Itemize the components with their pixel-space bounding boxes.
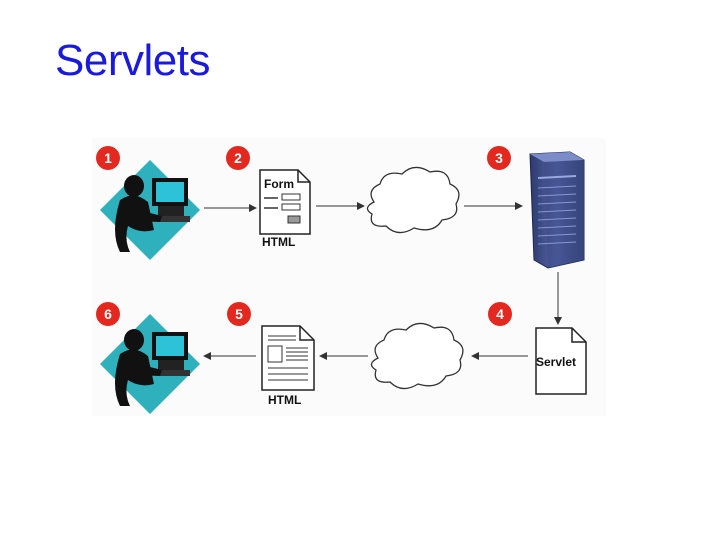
step-badge-4: 4 — [488, 302, 512, 326]
svg-text:3: 3 — [495, 150, 503, 166]
diagram-canvas: 1 2 3 4 5 6 — [96, 146, 587, 414]
step-badge-5: 5 — [227, 302, 251, 326]
svg-text:4: 4 — [496, 306, 504, 322]
step-badge-2: 2 — [226, 146, 250, 170]
svg-text:2: 2 — [234, 150, 242, 166]
html-response-document-icon — [261, 325, 315, 391]
html-form-document-icon: Form — [259, 169, 311, 235]
user-computer-icon — [100, 314, 200, 414]
step-badge-6: 6 — [96, 302, 120, 326]
svg-text:5: 5 — [235, 306, 243, 322]
network-cloud-icon — [366, 166, 460, 234]
slide-title: Servlets — [55, 36, 210, 85]
step-badge-3: 3 — [487, 146, 511, 170]
server-icon — [529, 151, 585, 269]
user-computer-icon — [100, 160, 200, 260]
step-badge-1: 1 — [96, 146, 120, 170]
servlet-document-icon — [535, 327, 587, 395]
servlet-label: Servlet — [536, 355, 576, 369]
form-heading: Form — [264, 177, 294, 191]
svg-text:1: 1 — [104, 150, 112, 166]
form-html-caption: HTML — [262, 235, 295, 249]
servlet-flow-diagram: 1 2 3 4 5 6 — [92, 138, 606, 416]
network-cloud-icon — [370, 322, 464, 390]
response-html-caption: HTML — [268, 393, 301, 407]
svg-text:6: 6 — [104, 306, 112, 322]
